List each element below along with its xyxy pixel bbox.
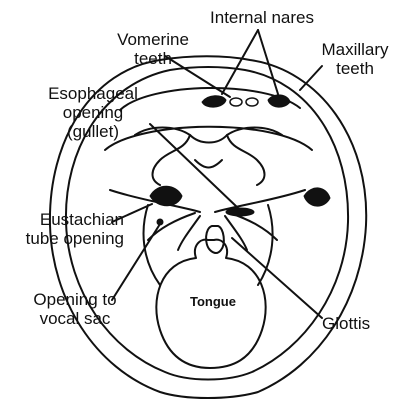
gullet-fold-4 [229, 212, 278, 241]
tongue-outline [155, 238, 267, 369]
outer-jaw-outline [48, 55, 368, 399]
gullet-fold-3 [224, 215, 248, 251]
palate-lower-right [214, 189, 306, 213]
internal-naris-left [201, 95, 227, 108]
left-side-curve [142, 204, 161, 286]
inner-jaw-outline [64, 66, 350, 381]
vocal-sac-left [156, 218, 164, 226]
gullet-fold-2 [177, 215, 201, 251]
right-side-curve [257, 204, 274, 286]
pointer-vomerine-teeth [164, 55, 231, 98]
eustachian-right [303, 187, 331, 207]
glottis-shape [205, 225, 225, 254]
palate-right-fold [226, 126, 283, 186]
pointer-glottis [231, 237, 323, 319]
vomerine-tooth-left [229, 97, 243, 107]
label-maxillary-teeth: Maxillary teeth [321, 40, 389, 78]
pointer-vocal-sac [111, 223, 161, 301]
label-esophageal-opening: Esophageal opening (gullet) [48, 84, 138, 141]
palate-curve [104, 125, 313, 151]
label-eustachian-tube-opening: Eustachian tube opening [25, 210, 124, 248]
pointer-esophageal-opening [149, 123, 239, 209]
label-internal-nares: Internal nares [210, 8, 314, 27]
label-tongue: Tongue [190, 294, 236, 309]
vomerine-tooth-right [245, 97, 259, 107]
esophageal-opening-shape [225, 207, 255, 217]
eustachian-left [149, 185, 183, 207]
label-opening-to-vocal-sac: Opening to vocal sac [33, 290, 117, 328]
internal-naris-right [267, 94, 291, 108]
pointer-internal-nares-left [221, 29, 259, 95]
palate-mid-fold [189, 134, 228, 169]
label-vomerine-teeth: Vomerine teeth [117, 30, 189, 68]
pointer-maxillary-teeth [299, 65, 323, 91]
pointer-eustachian-tube [111, 203, 153, 223]
pointer-internal-nares-right [257, 29, 279, 95]
label-glottis: Glottis [322, 314, 371, 333]
gullet-fold-1 [147, 212, 196, 241]
